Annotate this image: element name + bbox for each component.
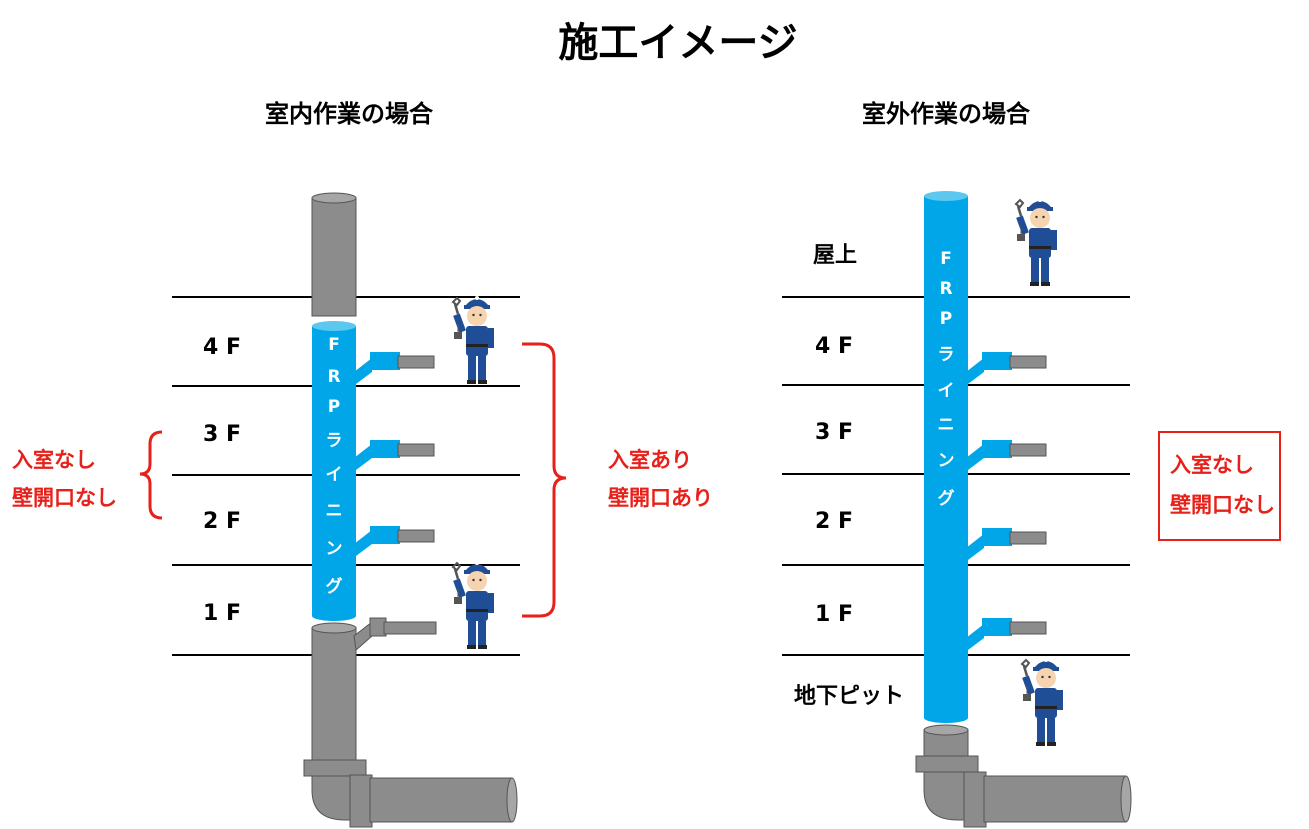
page-title: 施工イメージ bbox=[558, 20, 797, 66]
left-note-no-entry-line2: 壁開口なし bbox=[12, 486, 117, 510]
left-note-entry-line2: 壁開口あり bbox=[608, 486, 713, 510]
left-pipe-vertical-label: F R P ラ イ ニ ン グ bbox=[326, 335, 343, 597]
left-floor-label-1f: 1 F bbox=[203, 601, 241, 626]
right-floor-label-3f: 3 F bbox=[815, 420, 853, 445]
svg-text:R: R bbox=[327, 367, 340, 387]
right-note-box bbox=[1158, 431, 1281, 541]
left-bottom-existing-pipe bbox=[303, 622, 518, 828]
svg-text:F: F bbox=[940, 249, 952, 269]
svg-text:ラ: ラ bbox=[938, 345, 955, 365]
svg-text:ン: ン bbox=[326, 539, 343, 559]
svg-text:グ: グ bbox=[938, 488, 955, 509]
svg-text:イ: イ bbox=[938, 381, 955, 401]
right-note-no-entry-line1: 入室なし bbox=[1170, 453, 1254, 477]
left-brace-entry bbox=[522, 342, 567, 618]
left-frp-lining bbox=[312, 321, 356, 621]
left-floor-label-2f: 2 F bbox=[203, 509, 241, 534]
right-bottom-existing-pipe bbox=[915, 724, 1132, 828]
svg-text:R: R bbox=[939, 279, 952, 299]
svg-text:P: P bbox=[328, 397, 340, 417]
svg-text:ラ: ラ bbox=[326, 431, 343, 451]
worker-icon bbox=[1014, 196, 1059, 288]
svg-text:ニ: ニ bbox=[938, 415, 955, 435]
worker-icon bbox=[1020, 656, 1065, 748]
right-note-no-entry-line2: 壁開口なし bbox=[1170, 493, 1275, 517]
right-floor-label-basement-pit: 地下ピット bbox=[794, 684, 904, 709]
left-floor-label-3f: 3 F bbox=[203, 422, 241, 447]
left-brace-no-entry bbox=[139, 430, 163, 520]
left-top-existing-pipe bbox=[311, 192, 357, 317]
right-floor-label-4f: 4 F bbox=[815, 334, 853, 359]
left-note-entry-line1: 入室あり bbox=[608, 448, 692, 472]
svg-text:イ: イ bbox=[326, 465, 343, 485]
right-branch-pipes bbox=[966, 352, 1047, 650]
left-note-no-entry-line1: 入室なし bbox=[12, 448, 96, 472]
worker-icon bbox=[451, 294, 496, 386]
worker-icon bbox=[451, 559, 496, 651]
svg-text:P: P bbox=[940, 309, 952, 329]
left-heading: 室内作業の場合 bbox=[265, 100, 434, 128]
right-frp-lining bbox=[924, 191, 968, 723]
right-heading: 室外作業の場合 bbox=[862, 100, 1031, 128]
right-floor-label-2f: 2 F bbox=[815, 509, 853, 534]
right-floor-label-roof: 屋上 bbox=[813, 243, 857, 268]
right-floor-label-1f: 1 F bbox=[815, 602, 853, 627]
svg-text:グ: グ bbox=[326, 576, 343, 597]
svg-text:ニ: ニ bbox=[326, 501, 343, 521]
svg-text:ン: ン bbox=[938, 451, 955, 471]
svg-text:F: F bbox=[328, 335, 340, 355]
right-pipe-vertical-label: F R P ラ イ ニ ン グ bbox=[938, 249, 955, 509]
left-branch-pipes bbox=[353, 352, 437, 651]
left-floor-label-4f: 4 F bbox=[203, 335, 241, 360]
